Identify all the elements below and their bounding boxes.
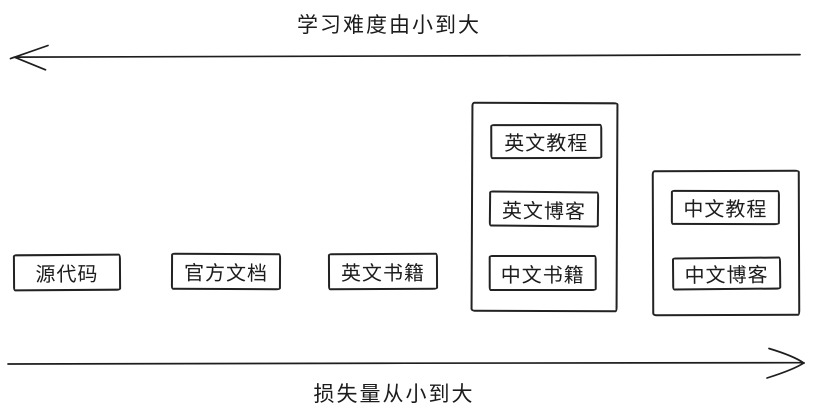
group-english-resources: 英文教程 英文博客 中文书籍 bbox=[470, 101, 619, 313]
group-chinese-resources: 中文教程 中文博客 bbox=[651, 169, 801, 317]
left-arrow-head bbox=[12, 44, 49, 71]
node-chinese-books: 中文书籍 bbox=[488, 254, 597, 292]
node-chinese-books-label: 中文书籍 bbox=[500, 264, 585, 287]
node-chinese-tutorial-label: 中文教程 bbox=[683, 198, 768, 222]
node-source-code: 源代码 bbox=[12, 253, 122, 292]
node-official-docs: 官方文档 bbox=[170, 252, 282, 291]
node-english-blog: 英文博客 bbox=[488, 190, 600, 228]
node-english-books: 英文书籍 bbox=[327, 252, 439, 291]
node-chinese-blog-label: 中文博客 bbox=[684, 264, 769, 288]
node-english-blog-label: 英文博客 bbox=[501, 200, 587, 223]
left-arrow bbox=[9, 44, 801, 71]
right-arrow-head bbox=[766, 347, 805, 379]
left-arrow-shaft bbox=[15, 53, 801, 58]
right-arrow bbox=[7, 347, 805, 379]
right-arrow-shaft bbox=[7, 361, 803, 365]
bottom-axis-label: 损失量从小到大 bbox=[313, 383, 475, 406]
left-arrow-head-overshoot bbox=[9, 56, 16, 60]
node-chinese-tutorial: 中文教程 bbox=[670, 189, 780, 226]
top-axis-label: 学习难度由小到大 bbox=[297, 14, 481, 37]
node-official-docs-label: 官方文档 bbox=[183, 262, 269, 286]
node-english-tutorial-label: 英文教程 bbox=[504, 132, 589, 156]
node-source-code-label: 源代码 bbox=[35, 263, 99, 287]
node-english-books-label: 英文书籍 bbox=[340, 262, 426, 286]
node-chinese-blog: 中文博客 bbox=[671, 256, 782, 291]
node-english-tutorial: 英文教程 bbox=[490, 123, 603, 160]
